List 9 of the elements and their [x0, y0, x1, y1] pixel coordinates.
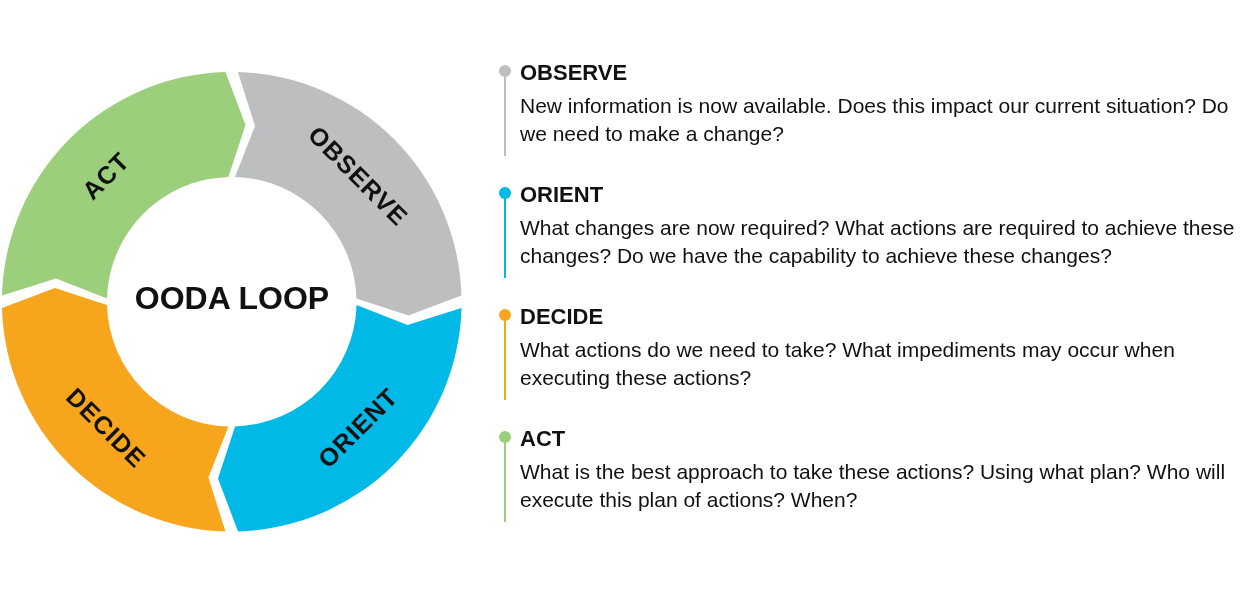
title: OODA LOOP — [133, 280, 331, 317]
item-description: New information is now available. Does this impact our current situation? Do we need to make a change? — [520, 93, 1230, 147]
item-description: What changes are now required? What actions are required to achieve these changes? Do we have the capability to achieve these changes? — [520, 215, 1236, 269]
item-description: What actions do we need to take? What impediments may occur when executing these actions? — [520, 337, 1176, 391]
item-heading: ACT — [520, 426, 566, 452]
item-heading: ORIENT — [520, 182, 604, 208]
item-heading: DECIDE — [520, 304, 604, 330]
item-description: What is the best approach to take these actions? Using what plan? Who will execute this plan of actions? When? — [520, 459, 1227, 513]
item-heading: OBSERVE — [520, 60, 628, 86]
